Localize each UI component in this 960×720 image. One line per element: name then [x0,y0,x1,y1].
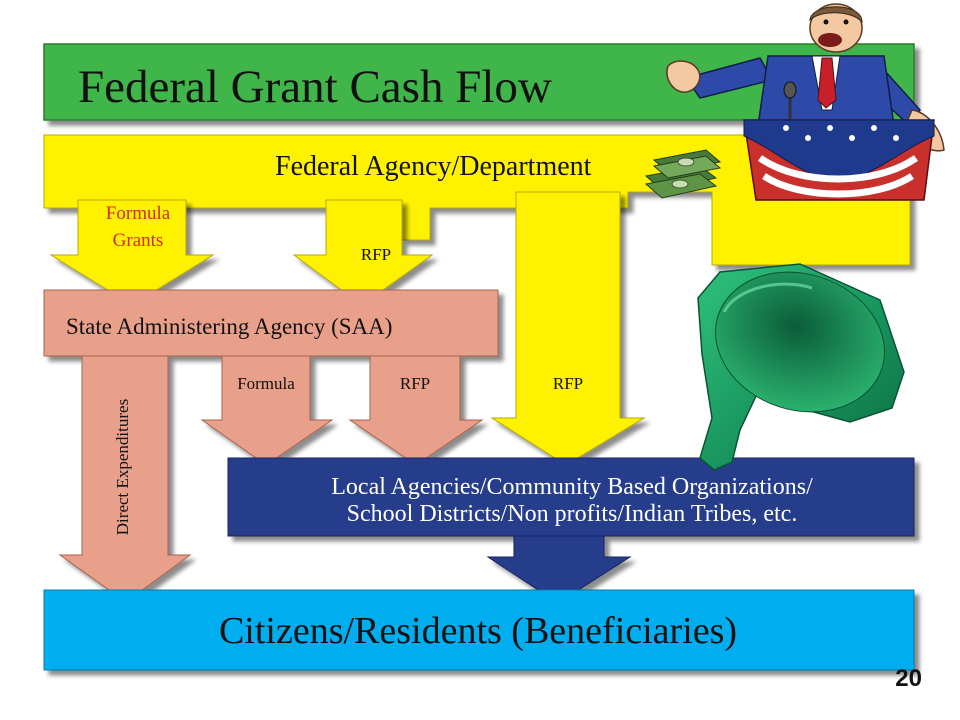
money-stack-icon [644,149,722,199]
citizens-block [43,589,915,671]
funnel-icon [697,263,905,471]
direct-expenditures-label: Direct Expenditures [113,399,132,535]
federal-agency-label: Federal Agency/Department [275,151,592,182]
citizens-label: Citizens/Residents (Beneficiaries) [219,610,737,652]
saa-label: State Administering Agency (SAA) [66,314,392,339]
saa-rfp-label: RFP [400,374,430,393]
saa-formula-label: Formula [237,374,295,393]
formula-grants-label-line2: Grants [113,230,164,251]
formula-grants-arrow [49,199,215,306]
rfp-top-label: RFP [361,245,391,264]
page-number: 20 [895,665,922,692]
saa-block [43,289,499,357]
local-agencies-label-line2: School Districts/Non profits/Indian Trib… [347,501,798,527]
saa-formula-arrow [200,355,334,466]
direct-rfp-arrow [490,191,646,466]
formula-grants-label-line1: Formula [106,203,171,224]
direct-rfp-label: RFP [553,374,583,393]
local-agencies-label-line1: Local Agencies/Community Based Organizat… [331,474,813,500]
local-to-citizens-arrow [486,535,632,604]
politician-icon [666,3,945,201]
page-title: Federal Grant Cash Flow [78,61,552,113]
direct-expenditures-arrow [58,355,192,603]
saa-rfp-arrow [348,355,484,466]
rfp-top-arrow [292,199,434,306]
